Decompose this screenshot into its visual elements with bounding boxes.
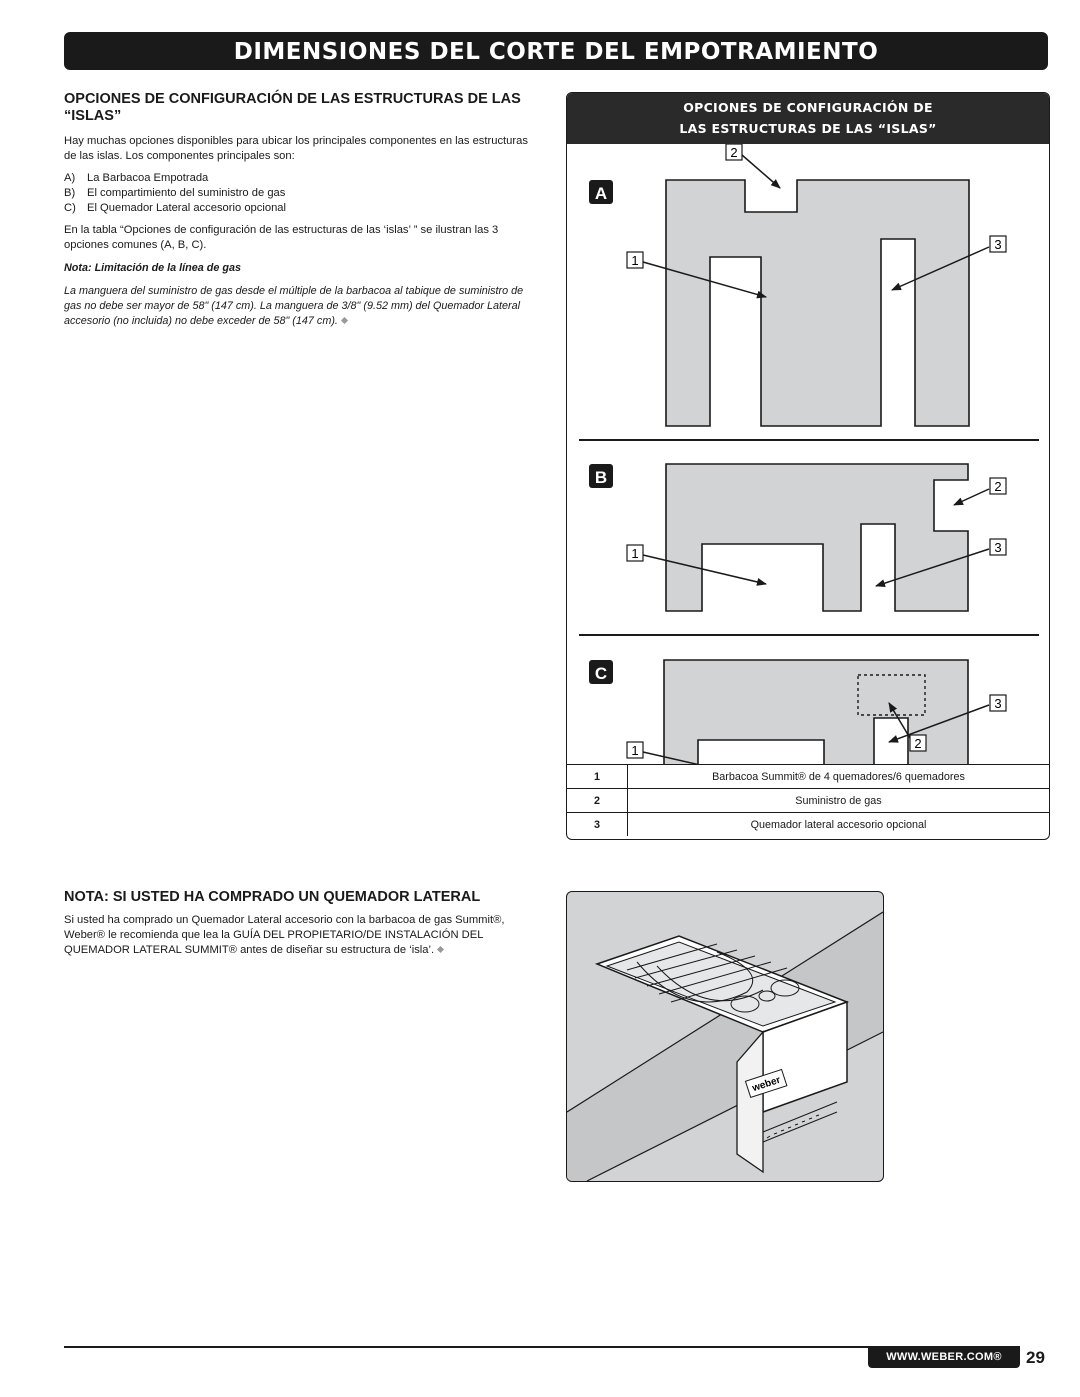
option-label-c: C xyxy=(595,664,607,683)
side-burner-note-heading: NOTA: SI USTED HA COMPRADO UN QUEMADOR L… xyxy=(64,889,481,905)
svg-text:1: 1 xyxy=(631,546,638,561)
side-burner-illustration: weber xyxy=(566,891,884,1182)
option-b-diagram: B 1 2 3 xyxy=(589,463,1007,612)
page-banner-title: DIMENSIONES DEL CORTE DEL EMPOTRAMIENTO xyxy=(64,32,1048,70)
list-item: C)El Quemador Lateral accesorio opcional xyxy=(64,202,286,214)
callout-1: 1 xyxy=(626,544,644,562)
option-c-gas-detail: 2 xyxy=(857,674,927,752)
side-burner-drawing: weber xyxy=(567,911,883,1181)
callout-3: 3 xyxy=(989,235,1007,253)
svg-text:3: 3 xyxy=(994,540,1001,555)
table-row: 3 Quemador lateral accesorio opcional xyxy=(567,812,1049,836)
svg-text:2: 2 xyxy=(730,145,737,160)
configuration-diagrams: A 1 2 3 B 1 2 3 C 1 xyxy=(579,144,1039,764)
end-mark-icon xyxy=(340,316,348,325)
intro-paragraph: Hay muchas opciones disponibles para ubi… xyxy=(64,135,528,162)
callout-2: 2 xyxy=(989,477,1007,495)
list-item: B)El compartimiento del suministro de ga… xyxy=(64,187,286,199)
option-label-b: B xyxy=(595,468,607,487)
footer-website: WWW.WEBER.COM® xyxy=(868,1346,1020,1368)
components-list: A)La Barbacoa Empotrada B)El compartimie… xyxy=(64,171,544,216)
svg-text:2: 2 xyxy=(914,736,921,751)
callout-1: 1 xyxy=(626,251,644,269)
svg-text:1: 1 xyxy=(631,253,638,268)
option-a-diagram: A 1 2 3 xyxy=(589,144,1007,427)
table-row: 1 Barbacoa Summit® de 4 quemadores/6 que… xyxy=(567,764,1049,789)
callout-2: 2 xyxy=(725,144,743,161)
option-c-diagram: C 1 3 xyxy=(589,659,1007,764)
callout-2: 2 xyxy=(909,734,927,752)
option-label-a: A xyxy=(595,184,607,203)
section-heading-island-options: OPCIONES DE CONFIGURACIÓN DE LAS ESTRUCT… xyxy=(64,91,521,124)
svg-text:2: 2 xyxy=(994,479,1001,494)
callout-1: 1 xyxy=(626,741,644,759)
gas-line-note-body: La manguera del suministro de gas desde … xyxy=(64,285,524,327)
footer-divider xyxy=(64,1346,1020,1348)
table-row: 2 Suministro de gas xyxy=(567,788,1049,813)
legend-table: 1 Barbacoa Summit® de 4 quemadores/6 que… xyxy=(567,764,1049,836)
callout-3: 3 xyxy=(989,538,1007,556)
list-item: A)La Barbacoa Empotrada xyxy=(64,172,209,184)
page-number: 29 xyxy=(1026,1348,1045,1367)
panel-header: OPCIONES DE CONFIGURACIÓN DE LAS ESTRUCT… xyxy=(567,93,1049,144)
svg-text:3: 3 xyxy=(994,237,1001,252)
svg-text:3: 3 xyxy=(994,696,1001,711)
island-configurations-panel: OPCIONES DE CONFIGURACIÓN DE LAS ESTRUCT… xyxy=(566,92,1050,840)
end-mark-icon xyxy=(437,945,445,954)
gas-line-note-title: Nota: Limitación de la línea de gas xyxy=(64,262,241,274)
side-burner-note-body: Si usted ha comprado un Quemador Lateral… xyxy=(64,914,505,956)
table-reference-paragraph: En la tabla “Opciones de configuración d… xyxy=(64,224,499,251)
svg-text:1: 1 xyxy=(631,743,638,758)
callout-3: 3 xyxy=(989,694,1007,712)
